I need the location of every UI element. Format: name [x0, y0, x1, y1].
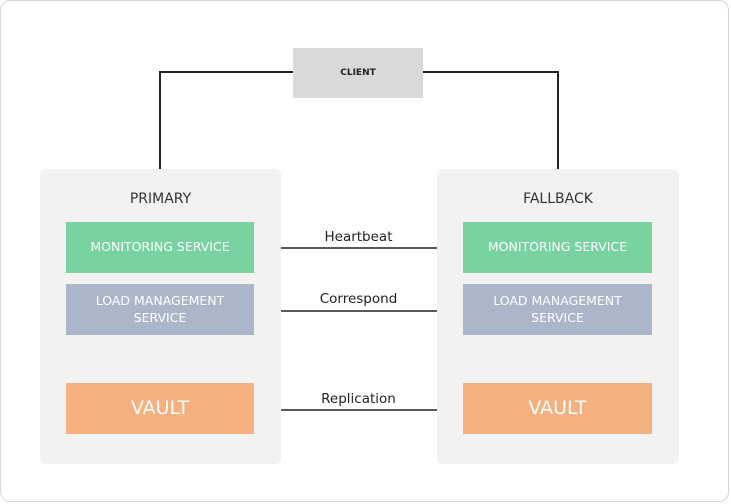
fallback-load-management-label: LOAD MANAGEMENT SERVICE: [493, 292, 622, 325]
client-to-fallback-line: [423, 71, 559, 169]
client-label: CLIENT: [340, 68, 376, 78]
fallback-load-management-service: LOAD MANAGEMENT SERVICE: [463, 284, 652, 335]
client-to-primary-line: [159, 71, 293, 169]
primary-monitoring-service: MONITORING SERVICE: [66, 222, 254, 273]
primary-vault: VAULT: [66, 383, 254, 434]
correspond-label: Correspond: [319, 291, 398, 307]
fallback-vault: VAULT: [463, 383, 652, 434]
primary-title: PRIMARY: [129, 191, 192, 207]
primary-load-management-label: LOAD MANAGEMENT SERVICE: [95, 292, 225, 325]
primary-vault-label: VAULT: [130, 396, 190, 419]
fallback-title: FALLBACK: [523, 191, 593, 207]
fallback-monitoring-label: MONITORING SERVICE: [487, 239, 628, 255]
heartbeat-label: Heartbeat: [324, 229, 393, 245]
fallback-vault-label: VAULT: [528, 396, 587, 419]
primary-load-management-service: LOAD MANAGEMENT SERVICE: [66, 284, 254, 335]
fallback-monitoring-service: MONITORING SERVICE: [463, 222, 652, 273]
client-node: CLIENT: [293, 48, 423, 98]
replication-label: Replication: [321, 391, 396, 407]
primary-monitoring-label: MONITORING SERVICE: [90, 239, 230, 255]
